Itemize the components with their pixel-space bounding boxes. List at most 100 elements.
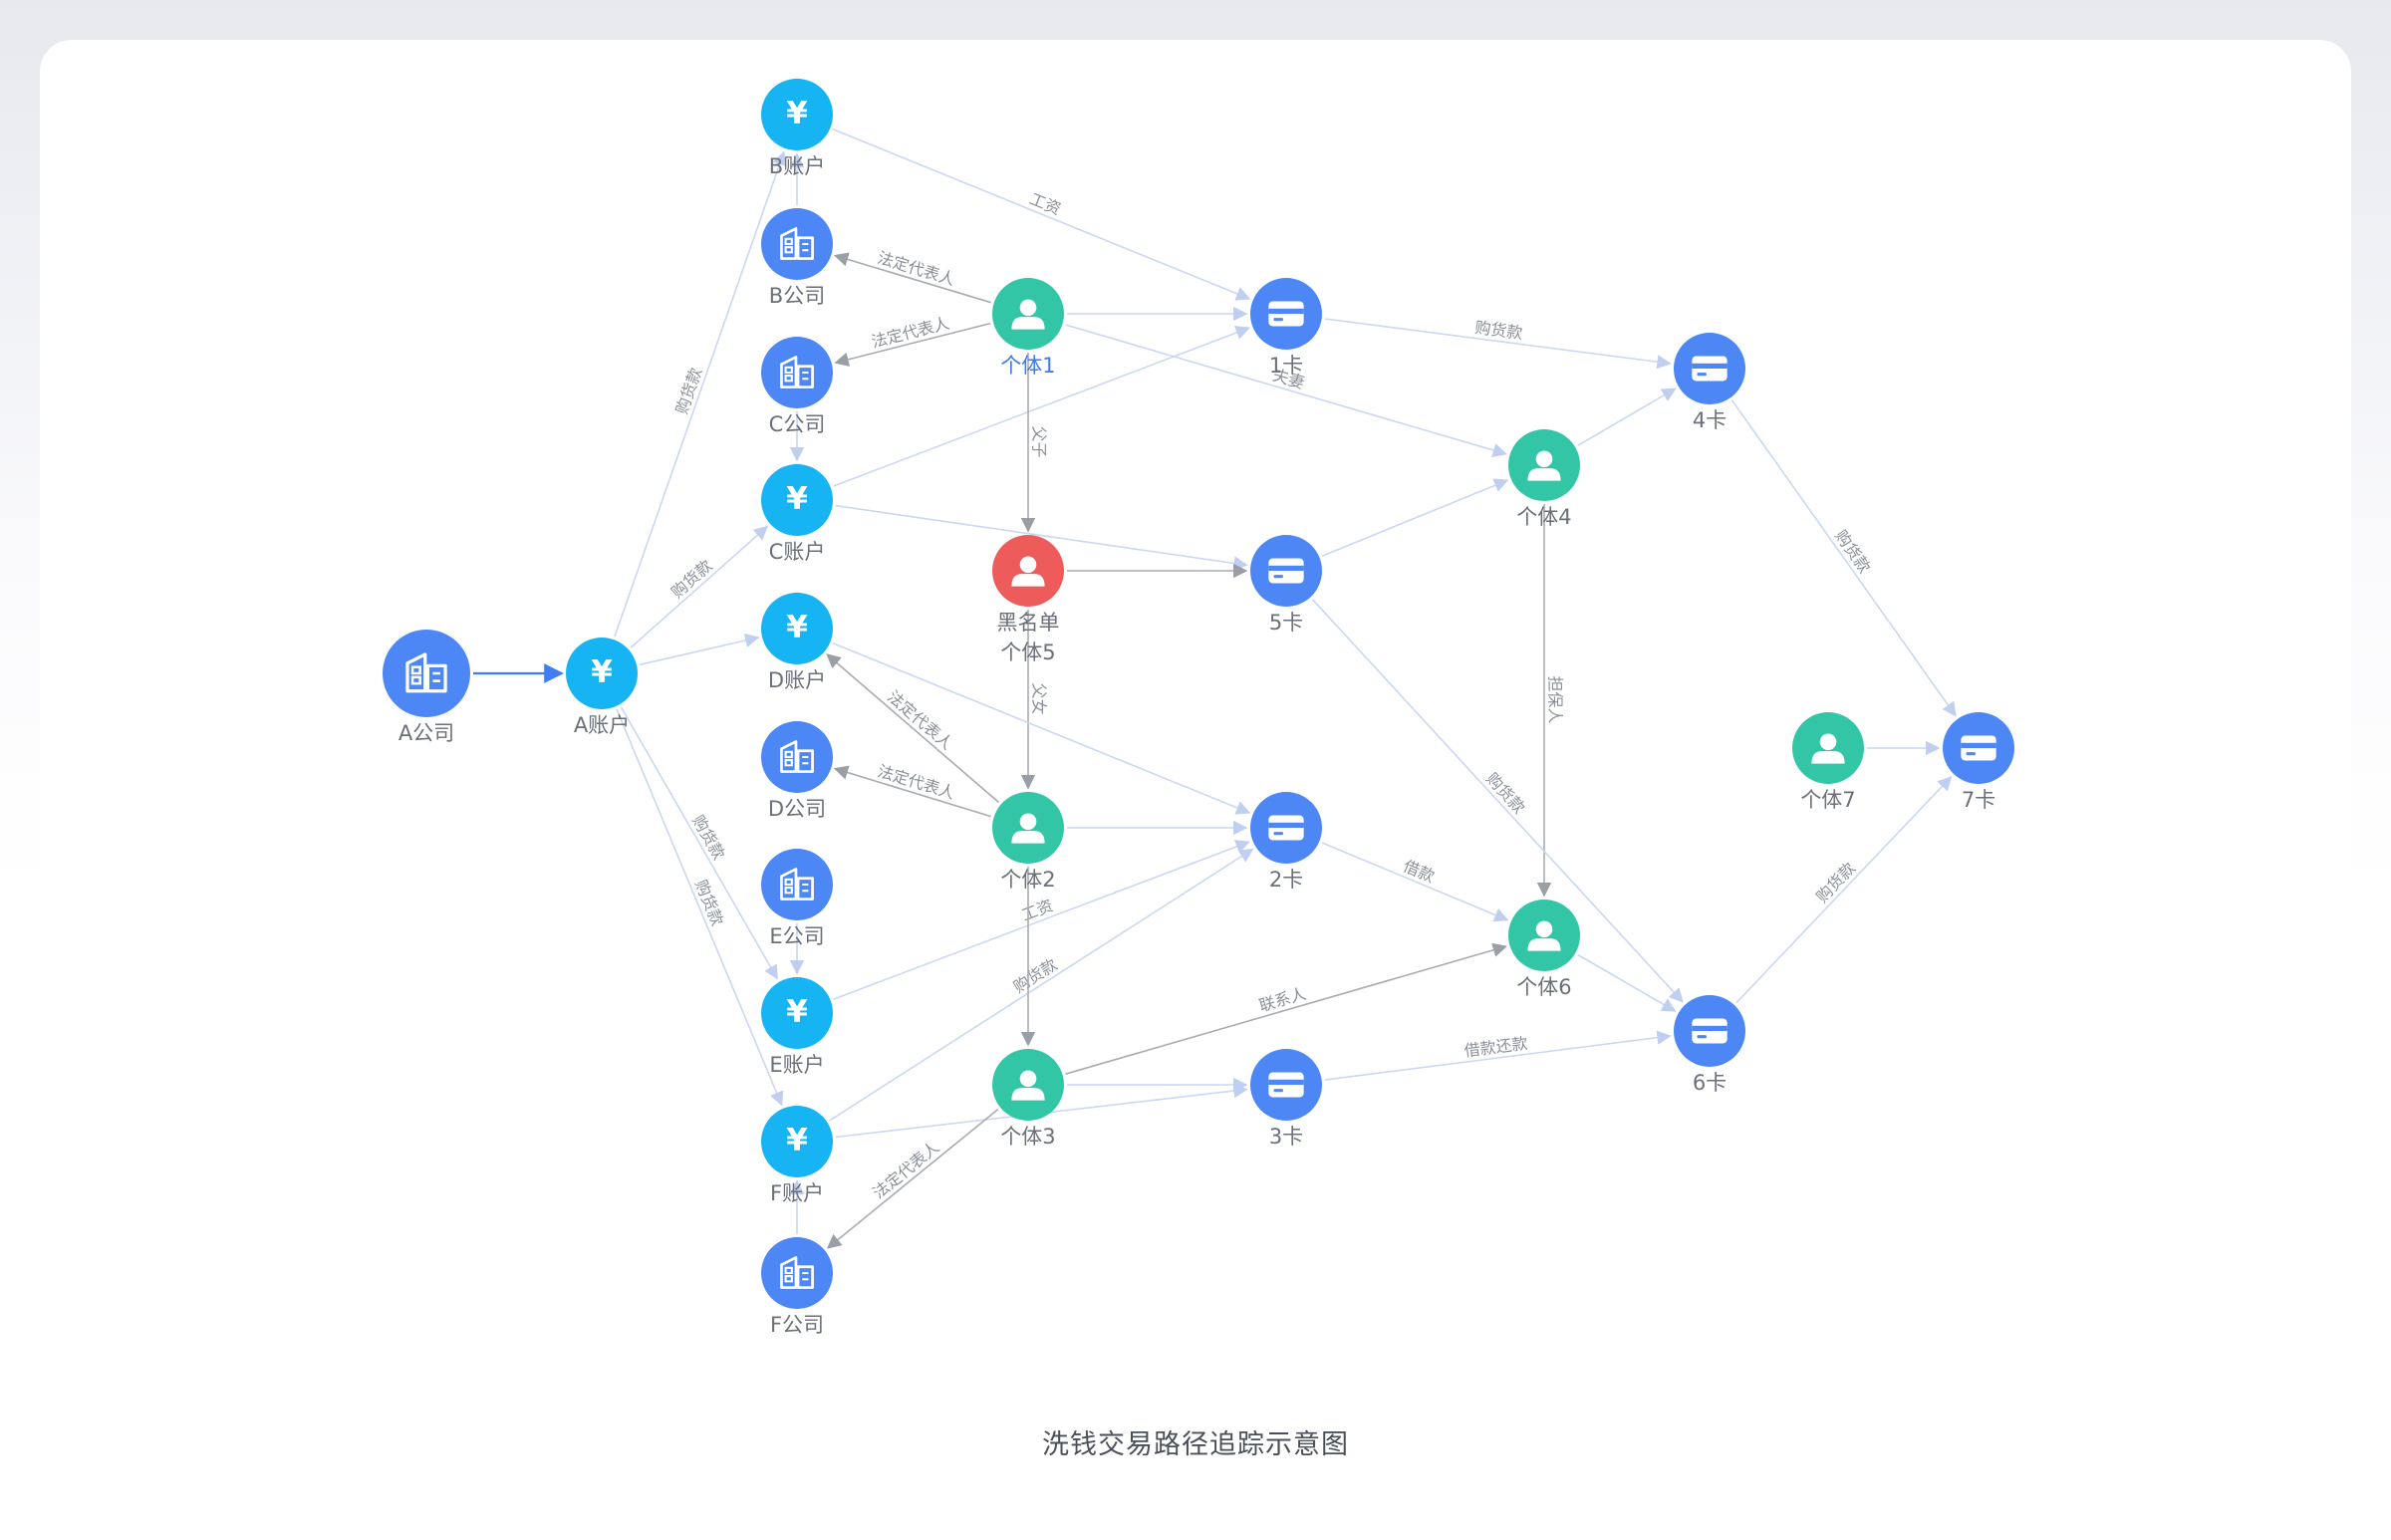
- edge-card3-card6: 借款还款: [1324, 1030, 1672, 1081]
- node-label: F公司: [770, 1313, 824, 1337]
- building-icon: [780, 356, 814, 388]
- node-p4[interactable]: 个体4: [1508, 429, 1580, 529]
- node-card6[interactable]: 6卡: [1674, 995, 1745, 1095]
- edge-A_account-D_account: [639, 633, 760, 666]
- node-label: B公司: [769, 284, 825, 308]
- node-label: 个体6: [1516, 975, 1571, 999]
- yen-icon: ¥: [786, 96, 808, 131]
- node-b-account[interactable]: ¥B账户: [761, 79, 833, 178]
- person-icon: [1011, 556, 1045, 587]
- yen-icon: ¥: [786, 994, 808, 1030]
- edge-line: [630, 525, 769, 648]
- node-f-company[interactable]: F公司: [761, 1237, 833, 1337]
- node-p6[interactable]: 个体6: [1508, 899, 1580, 999]
- edge-label: 法定代表人: [876, 248, 957, 289]
- edge-line: [829, 848, 1254, 1122]
- node-circle[interactable]: [761, 79, 833, 150]
- node-card5[interactable]: 5卡: [1250, 535, 1322, 635]
- node-circle[interactable]: [566, 638, 638, 709]
- node-card3[interactable]: 3卡: [1250, 1049, 1322, 1149]
- node-label-secondary: 个体5: [1000, 641, 1055, 664]
- node-d-account[interactable]: ¥ D账户: [761, 593, 833, 692]
- node-label: D账户: [768, 668, 826, 692]
- node-a-company[interactable]: A公司: [383, 630, 470, 745]
- edge-label: 购货款: [688, 812, 728, 863]
- building-icon: [405, 652, 447, 693]
- card-icon: [1692, 1018, 1727, 1044]
- edge-card1-card4: 购货款: [1324, 318, 1672, 370]
- node-b-company[interactable]: B公司: [761, 208, 833, 308]
- card-icon: [1268, 1072, 1304, 1098]
- node-circle[interactable]: [761, 464, 833, 536]
- edge-line: [614, 150, 787, 638]
- edge-line: [833, 765, 991, 818]
- person-icon: [1011, 299, 1045, 330]
- building-icon: [780, 227, 814, 260]
- person-icon: [1811, 733, 1845, 764]
- node-p1[interactable]: 个体1: [992, 278, 1064, 378]
- node-e-account[interactable]: ¥ E账户: [761, 977, 833, 1077]
- node-label: E账户: [769, 1053, 824, 1077]
- edge-line: [1324, 1030, 1672, 1081]
- node-p7[interactable]: 个体7: [1792, 712, 1864, 812]
- node-f-account[interactable]: ¥F账户: [761, 1106, 833, 1205]
- edge-line: [833, 840, 1250, 1000]
- person-icon: [1527, 920, 1561, 951]
- node-label: 5卡: [1269, 611, 1303, 635]
- node-label: E公司: [769, 924, 824, 948]
- edge-p5-p2: 父女: [1020, 610, 1049, 790]
- edge-label: 担保人: [1546, 675, 1565, 723]
- node-label: A账户: [574, 713, 630, 737]
- edge-line: [835, 504, 1248, 571]
- edge-line: [1735, 775, 1953, 1004]
- node-a-account[interactable]: ¥ A账户: [566, 638, 638, 737]
- edge-p4-card4: [1577, 387, 1677, 446]
- node-circle[interactable]: [761, 977, 833, 1049]
- card-icon: [1961, 735, 1996, 761]
- edge-label: 工资: [1019, 896, 1056, 924]
- edge-p1-C_company: 法定代表人: [834, 314, 991, 367]
- edge-A_account-F_account: 购货款: [616, 708, 784, 1107]
- edge-line: [1311, 599, 1684, 1003]
- node-label: F账户: [770, 1181, 824, 1205]
- node-label: C账户: [769, 540, 826, 564]
- edge-A_account-C_account: 购货款: [630, 525, 769, 648]
- node-card2[interactable]: 2卡: [1250, 792, 1322, 892]
- edge-card5-p4: [1321, 478, 1509, 557]
- edge-card2-p6: 借款: [1321, 842, 1509, 922]
- edge-line: [1577, 953, 1677, 1012]
- node-label: D公司: [768, 797, 826, 821]
- edge-C_account-card5: [835, 504, 1248, 571]
- node-label: 个体3: [1000, 1125, 1055, 1149]
- node-circle[interactable]: [761, 1106, 833, 1177]
- node-c-account[interactable]: ¥C账户: [761, 464, 833, 564]
- node-label: 1卡: [1269, 354, 1303, 378]
- person-icon: [1011, 813, 1045, 844]
- node-d-company[interactable]: D公司: [761, 721, 833, 821]
- edge-line: [616, 708, 784, 1107]
- edge-label: 购货款: [1831, 527, 1874, 577]
- node-label: 黑名单: [997, 611, 1060, 635]
- node-card7[interactable]: 7卡: [1943, 712, 2014, 812]
- edge-D_account-card2: [832, 642, 1251, 815]
- edge-p2-D_company: 法定代表人: [833, 761, 991, 818]
- edge-line: [1324, 318, 1672, 370]
- node-card4[interactable]: 4卡: [1674, 333, 1745, 432]
- node-circle[interactable]: [761, 593, 833, 664]
- edge-line: [832, 128, 1251, 301]
- node-c-company[interactable]: C公司: [761, 337, 833, 436]
- edge-line: [833, 252, 991, 304]
- yen-icon: ¥: [786, 610, 808, 645]
- edge-p1-p4: 夫妻: [1065, 324, 1507, 457]
- node-label: 4卡: [1693, 408, 1727, 432]
- edge-label: 工资: [1027, 189, 1064, 219]
- node-p3[interactable]: 个体3: [992, 1049, 1064, 1149]
- yen-icon: ¥: [591, 654, 613, 690]
- node-p2[interactable]: 个体2: [992, 792, 1064, 892]
- node-e-company[interactable]: E公司: [761, 849, 833, 948]
- node-card1[interactable]: 1卡: [1250, 278, 1322, 378]
- edge-label: 法定代表人: [869, 1138, 942, 1202]
- edge-card4-card7: 购货款: [1730, 399, 1957, 717]
- edges-layer: 购货款购货款购货款购货款工资法定代表人法定代表人夫妻父子父女法定代表人法定代表人…: [473, 128, 1957, 1249]
